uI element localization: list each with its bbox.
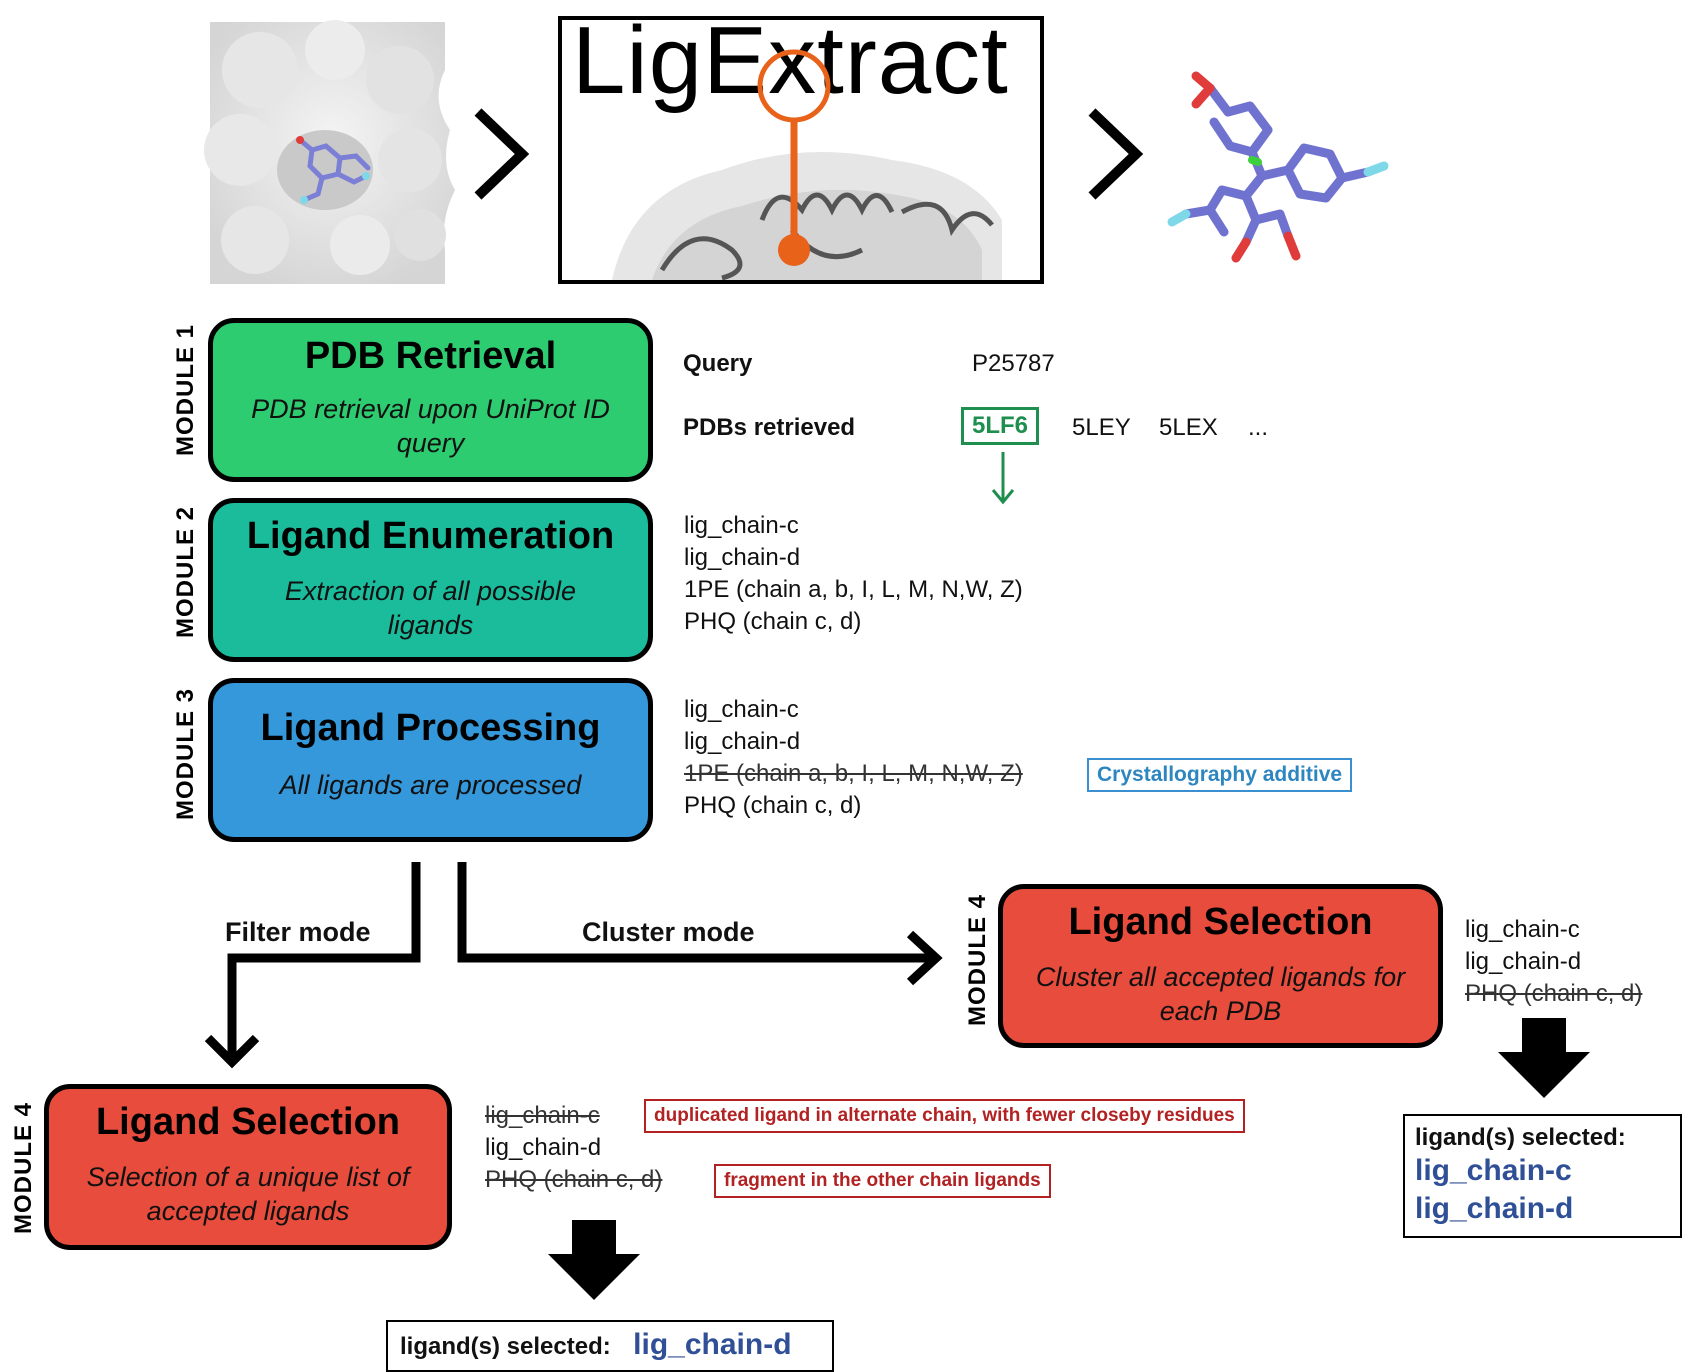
ligand-list-item-removed: lig_chain-c	[485, 1102, 600, 1129]
pdbs-retrieved-label: PDBs retrieved	[683, 414, 856, 441]
filter-selected-box: ligand(s) selected: lig_chain-d	[386, 1320, 834, 1372]
module-ligand-selection-cluster: Ligand Selection Cluster all accepted li…	[998, 884, 1443, 1048]
ligand-list-item-removed: 1PE (chain a, b, I, L, M, N,W, Z)	[684, 760, 1023, 787]
module-desc: All ligands are processed	[279, 770, 582, 800]
flow-arrows	[204, 862, 943, 1069]
ligand-list-item-removed: PHQ (chain c, d)	[1465, 980, 1643, 1007]
pdb-item: 5LEY	[1072, 414, 1131, 441]
module-ligand-enumeration: Ligand Enumeration Extraction of all pos…	[208, 498, 653, 662]
module-ligand-selection-filter: Ligand Selection Selection of a unique l…	[44, 1084, 452, 1250]
query-value: P25787	[972, 350, 1055, 377]
logo-title: LigExtract	[572, 16, 1009, 114]
fragment-note-badge: fragment in the other chain ligands	[714, 1164, 1051, 1198]
down-arrow-icon-filter	[548, 1220, 640, 1300]
chevron-right-icon-2	[1088, 108, 1144, 200]
cluster-selected-box: ligand(s) selected: lig_chain-c lig_chai…	[1403, 1114, 1682, 1238]
selected-ligand: lig_chain-c	[1415, 1154, 1572, 1187]
protein-ribbon-image	[612, 152, 1002, 280]
pdb-item: 5LEX	[1159, 414, 1218, 441]
pdb-item-more: ...	[1248, 414, 1269, 441]
module-4-cluster-label: MODULE 4	[964, 893, 991, 1026]
selected-label: ligand(s) selected:	[400, 1333, 611, 1360]
magnifier-icon	[757, 49, 831, 266]
pdb-select-arrow	[991, 452, 1015, 505]
module-3-label: MODULE 3	[172, 687, 199, 820]
ligand-list-item: lig_chain-c	[684, 696, 799, 723]
down-arrow-icon-cluster	[1498, 1018, 1590, 1098]
ligand-list-item: lig_chain-d	[1465, 948, 1582, 975]
chevron-right-icon-1	[474, 108, 530, 200]
ligand-list-item: PHQ (chain c, d)	[684, 792, 862, 819]
module-pdb-retrieval: PDB Retrieval PDB retrieval upon UniProt…	[208, 318, 653, 482]
module-title: Ligand Selection	[1068, 901, 1373, 943]
ligand-list-item: lig_chain-c	[1465, 916, 1580, 943]
query-label: Query	[683, 350, 753, 377]
pdb-selected-badge: 5LF6	[961, 407, 1040, 445]
selected-label: ligand(s) selected:	[1415, 1124, 1626, 1151]
ligand-list-item-removed: PHQ (chain c, d)	[485, 1166, 663, 1193]
ligand-list-item: PHQ (chain c, d)	[684, 608, 862, 635]
selected-ligand: lig_chain-d	[633, 1328, 792, 1361]
ligand-list-item: lig_chain-d	[485, 1134, 602, 1161]
module-title: Ligand Enumeration	[246, 515, 615, 557]
module-title: Ligand Selection	[95, 1101, 401, 1143]
ligand-list-item: lig_chain-c	[684, 512, 799, 539]
module-1-label: MODULE 1	[172, 323, 199, 456]
module-desc: Extraction of all possible ligands	[284, 576, 577, 640]
ligand-list-item: 1PE (chain a, b, I, L, M, N,W, Z)	[684, 576, 1023, 603]
ligand-molecule-image	[1167, 71, 1389, 263]
filter-mode-label: Filter mode	[225, 917, 371, 947]
module-desc: Selection of a unique list of accepted l…	[86, 1162, 410, 1226]
module-ligand-processing: Ligand Processing All ligands are proces…	[208, 678, 653, 842]
module-4-filter-label: MODULE 4	[10, 1101, 37, 1234]
ligand-list-item: lig_chain-d	[684, 544, 801, 571]
module-desc: Cluster all accepted ligands for each PD…	[1035, 962, 1406, 1026]
duplicate-note-badge: duplicated ligand in alternate chain, wi…	[644, 1099, 1245, 1133]
module-desc: PDB retrieval upon UniProt ID query	[251, 394, 610, 458]
logo-box: LigExtract	[558, 16, 1044, 284]
module-title: PDB Retrieval	[304, 335, 557, 377]
ligand-list-item: lig_chain-d	[684, 728, 801, 755]
protein-surface-image	[204, 20, 455, 284]
module-title: Ligand Processing	[260, 707, 601, 749]
selected-ligand: lig_chain-d	[1415, 1192, 1574, 1225]
module-2-label: MODULE 2	[172, 505, 199, 638]
cluster-mode-label: Cluster mode	[582, 917, 755, 947]
additive-note-badge: Crystallography additive	[1087, 758, 1353, 792]
